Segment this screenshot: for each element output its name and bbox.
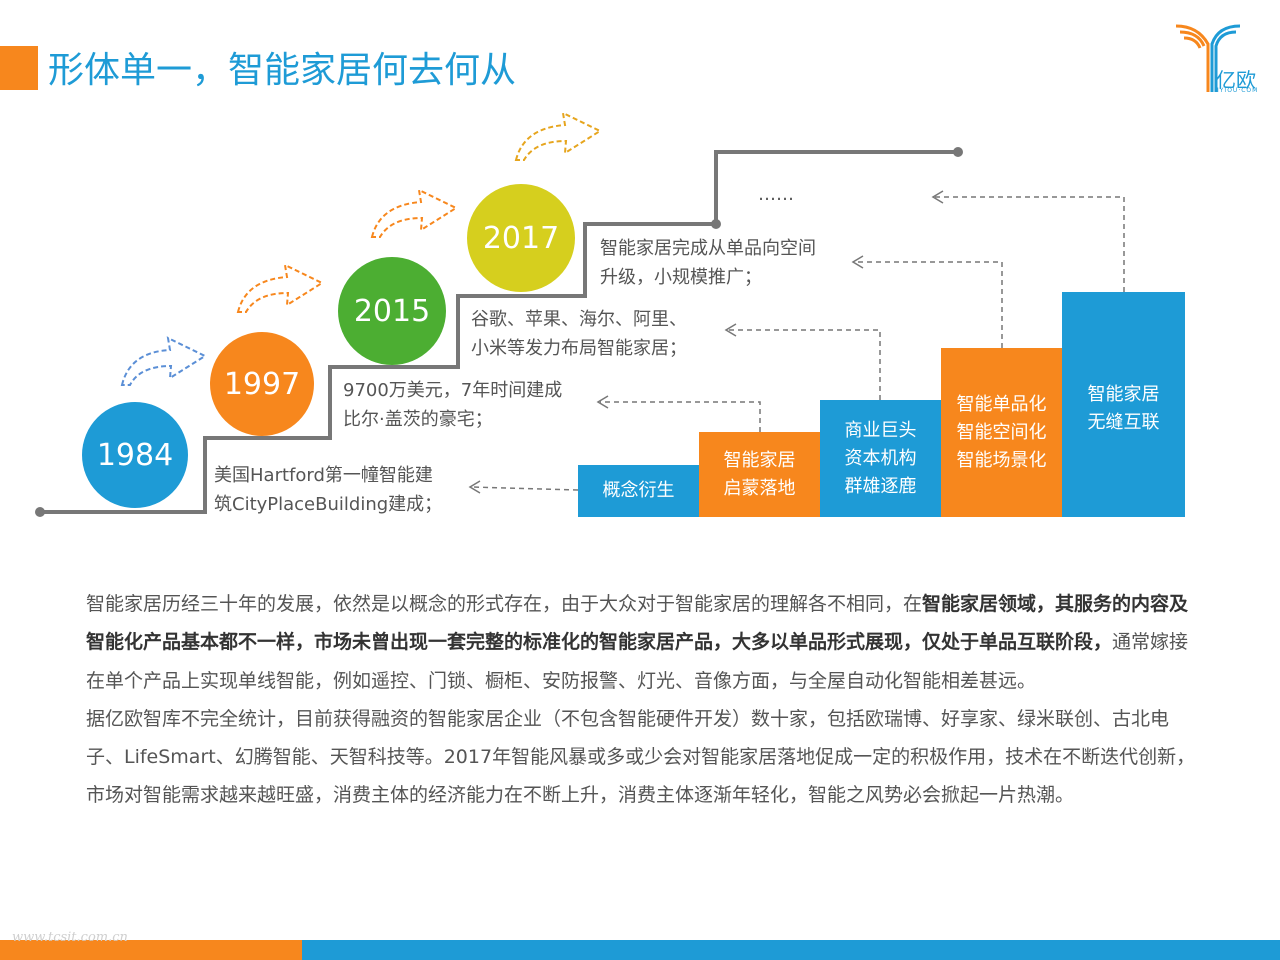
yiou-logo-icon [1175, 24, 1241, 92]
caption-line: 比尔·盖茨的豪宅； [343, 409, 493, 430]
stage-bar-3: 商业巨头 资本机构 群雄逐鹿 [820, 400, 941, 517]
bar-label: 无缝互联 [1087, 412, 1160, 433]
caption-line: 9700万美元，7年时间建成 [343, 380, 563, 401]
paragraph-1: 智能家居历经三十年的发展，依然是以概念的形式存在，由于大众对于智能家居的理解各不… [86, 585, 1196, 700]
curved-arrow-icon [370, 188, 459, 238]
watermark: www.tcsit.com.cn [12, 930, 128, 945]
year-circle-2015: 2015 [338, 257, 446, 365]
footer-bar-orange [0, 940, 302, 960]
caption-line: 小米等发力布局智能家居； [471, 338, 687, 359]
bar-label: 启蒙落地 [723, 477, 796, 499]
caption-line: 美国Hartford第一幢智能建 [214, 465, 433, 486]
bar-label: 智能空间化 [956, 422, 1047, 443]
title-accent-bar [0, 46, 38, 90]
timeline-start-dot [35, 507, 45, 517]
body-text: 智能家居历经三十年的发展，依然是以概念的形式存在，由于大众对于智能家居的理解各不… [86, 585, 1196, 815]
timeline-mid-dot [711, 219, 721, 229]
logo-subtext: IYIOU·COM [1217, 87, 1259, 94]
bar-label: 智能场景化 [956, 450, 1047, 471]
curved-arrow-icon [120, 336, 208, 386]
bar-label: 概念衍生 [602, 480, 675, 501]
stage-bar-4: 智能单品化 智能空间化 智能场景化 [941, 348, 1062, 517]
connector-arrow [471, 486, 579, 491]
bar-label: 群雄逐鹿 [844, 475, 917, 497]
caption-1997: 9700万美元，7年时间建成 比尔·盖茨的豪宅； [343, 376, 562, 434]
caption-line: 升级，小规模推广； [600, 267, 762, 288]
year-circle-2017: 2017 [467, 184, 575, 292]
caption-1984: 美国Hartford第一幢智能建 筑CityPlaceBuilding建成； [214, 461, 442, 519]
staircase-diagram [35, 111, 1125, 517]
timeline-staircase-line [40, 150, 958, 514]
connector-arrow [855, 261, 1003, 348]
footer-bar-blue [302, 940, 1280, 960]
caption-2015: 谷歌、苹果、海尔、阿里、 小米等发力布局智能家居； [471, 305, 687, 363]
paragraph-bold-text: 智能家居领域，其服务的内容及智能化产品基本都不一样，市场未曾出现一套完整的标准化… [86, 593, 1189, 654]
caption-line: 谷歌、苹果、海尔、阿里、 [471, 309, 687, 330]
caption-line: 筑CityPlaceBuilding建成； [214, 494, 443, 515]
connector-arrow [600, 401, 761, 432]
paragraph-2: 据亿欧智库不完全统计，目前获得融资的智能家居企业（不包含智能硬件开发）数十家，包… [86, 707, 1196, 807]
timeline-end-dot [953, 147, 963, 157]
stage-bar-1: 概念衍生 [578, 465, 699, 517]
page-title: 形体单一，智能家居何去何从 [48, 50, 517, 91]
bar-label: 资本机构 [844, 447, 917, 469]
connector-arrow [728, 329, 881, 400]
ellipsis: …… [758, 184, 794, 205]
paragraph-text: 通常嫁接在单个产品上实现单线智能，例如遥控、门锁、橱柜、安防报警、灯光、音像方面… [86, 631, 1189, 692]
logo-text: 亿欧 [1216, 68, 1256, 92]
paragraph-text: 智能家居历经三十年的发展，依然是以概念的形式存在，由于大众对于智能家居的理解各不… [86, 593, 923, 615]
year-circle-1984: 1984 [82, 402, 188, 508]
caption-line: 智能家居完成从单品向空间 [600, 238, 816, 259]
connector-arrow [935, 196, 1125, 292]
bar-label: 智能家居 [1087, 384, 1160, 405]
stage-bar-5: 智能家居 无缝互联 [1062, 292, 1185, 517]
stage-bar-2: 智能家居 启蒙落地 [699, 432, 820, 517]
bar-label: 智能单品化 [956, 394, 1047, 415]
bar-label: 智能家居 [723, 449, 796, 471]
curved-arrow-icon [236, 263, 325, 313]
year-circle-1997: 1997 [210, 332, 314, 436]
bar-label: 商业巨头 [844, 419, 917, 441]
curved-arrow-icon [514, 111, 603, 161]
caption-2017: 智能家居完成从单品向空间 升级，小规模推广； [600, 234, 816, 292]
